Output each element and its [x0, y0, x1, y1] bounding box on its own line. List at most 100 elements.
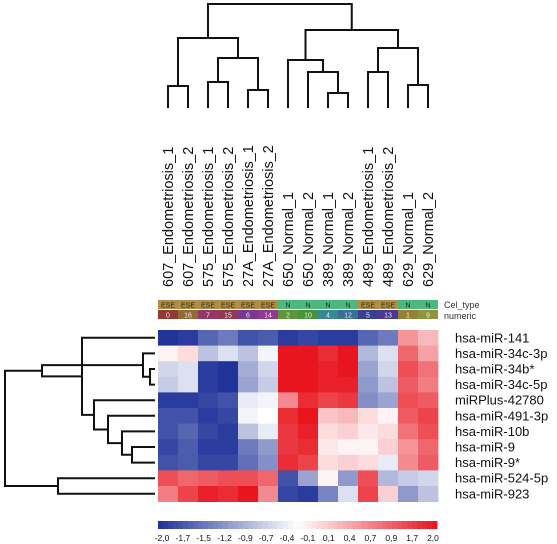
heatmap-cell [258, 439, 279, 456]
heatmap-cell [298, 361, 319, 378]
column-dendrogram-branch [327, 92, 349, 108]
heatmap-cell [298, 345, 319, 362]
cel-type-cell [278, 300, 298, 309]
heatmap-cell [198, 392, 219, 409]
heatmap-cell [378, 392, 399, 409]
gene-label: hsa-miR-34c-3p [455, 346, 547, 361]
heatmap-cell [178, 454, 199, 471]
cel-type-label: ESE [221, 303, 235, 310]
heatmap-cell [418, 376, 439, 393]
heatmap-cell [258, 408, 279, 424]
numeric-label: 5 [366, 313, 370, 320]
heatmap-cell [238, 330, 259, 346]
color-scale-tick: 0,9 [385, 533, 397, 543]
heatmap-cell [258, 330, 279, 346]
heatmap-cell [278, 423, 299, 440]
cel-type-label: N [305, 303, 310, 310]
heatmap-cell [158, 376, 179, 393]
heatmap-cell [418, 423, 439, 440]
color-scale-segment [342, 521, 348, 529]
color-scale-segment [297, 521, 303, 529]
heatmap-cell [218, 376, 239, 393]
column-dendrogram-branch [217, 57, 259, 90]
heatmap-cell [318, 408, 339, 424]
sample-label: 650_Normal_1 [281, 192, 297, 287]
heatmap-cell [178, 361, 199, 378]
numeric-label: 1 [406, 313, 410, 320]
gene-label: hsa-miR-10b [455, 424, 529, 439]
heatmap-cell [278, 486, 299, 502]
heatmap-cell [198, 330, 219, 346]
column-dendrogram-branch [207, 81, 229, 108]
sample-label: 629_Normal_2 [421, 192, 437, 287]
heatmap-cell [398, 408, 419, 424]
heatmap-cell [218, 470, 239, 487]
color-scale-segment [252, 521, 259, 529]
heatmap-cell [178, 408, 199, 424]
heatmap-cell [318, 392, 339, 409]
heatmap-cell [198, 408, 219, 424]
cel-type-label: N [325, 303, 330, 310]
heatmap-cell [378, 454, 399, 471]
color-scale-tick: 2,0 [427, 533, 439, 543]
heatmap-cell [318, 345, 339, 362]
heatmap-cell [238, 408, 259, 424]
color-scale-segment [367, 521, 373, 529]
heatmap-cell [358, 408, 379, 424]
heatmap-cell [418, 454, 439, 471]
color-scale-segment [272, 521, 279, 529]
column-dendrogram-root [207, 3, 353, 38]
heatmap-cell [158, 392, 179, 409]
numeric-label: 14 [264, 313, 272, 320]
heatmap-cell [198, 423, 219, 440]
numeric-cell [238, 310, 258, 319]
heatmap-cell [298, 486, 319, 502]
heatmap-cell [278, 361, 299, 378]
color-scale-segment [242, 521, 249, 529]
heatmap-cell [298, 454, 319, 471]
heatmap-cell [398, 423, 419, 440]
color-scale-tick: -0,1 [301, 533, 316, 543]
heatmap-cell [338, 439, 359, 456]
row-dendrogram-branch [121, 430, 155, 456]
color-scale-segment [182, 521, 189, 529]
sample-label: 489_Endometriosis_2 [381, 147, 397, 287]
gene-label: hsa-miR-34c-5p [455, 377, 547, 392]
heatmap-cell [398, 345, 419, 362]
heatmap-cell [358, 439, 379, 456]
heatmap-cell [278, 376, 299, 393]
heatmap-cell [338, 486, 359, 502]
color-scale-segment [352, 521, 358, 529]
heatmap-cell [238, 361, 259, 378]
cel-type-cell [398, 300, 418, 309]
heatmap-cell [178, 376, 199, 393]
heatmap-cell [178, 486, 199, 502]
heatmap-cell [418, 345, 439, 362]
heatmap-cell [358, 486, 379, 502]
heatmap-cell [238, 454, 259, 471]
column-dendrogram-branch [377, 47, 419, 85]
row-dendrogram-branch [131, 446, 155, 464]
heatmap-cell [198, 376, 219, 393]
heatmap-cell [418, 486, 439, 502]
color-scale-segment [332, 521, 338, 529]
color-scale-segment [192, 521, 199, 529]
heatmap-cell [218, 486, 239, 502]
color-scale-segment [282, 521, 289, 529]
column-dendrogram-branch [177, 37, 239, 86]
color-scale-segment [277, 521, 284, 529]
heatmap-cell [238, 439, 259, 456]
color-scale-segment [202, 521, 209, 529]
column-dendrogram-branch [304, 29, 399, 60]
heatmap-cell [258, 470, 279, 487]
heatmap-cell [158, 486, 179, 502]
cel-type-label: N [425, 303, 430, 310]
numeric-cell [418, 310, 438, 319]
cel-type-cell [418, 300, 438, 309]
heatmap-cell [158, 423, 179, 440]
sample-label: 629_Normal_1 [401, 192, 417, 287]
heatmap-cell [378, 423, 399, 440]
numeric-cell [318, 310, 338, 319]
sample-label: 389_Normal_1 [321, 192, 337, 287]
